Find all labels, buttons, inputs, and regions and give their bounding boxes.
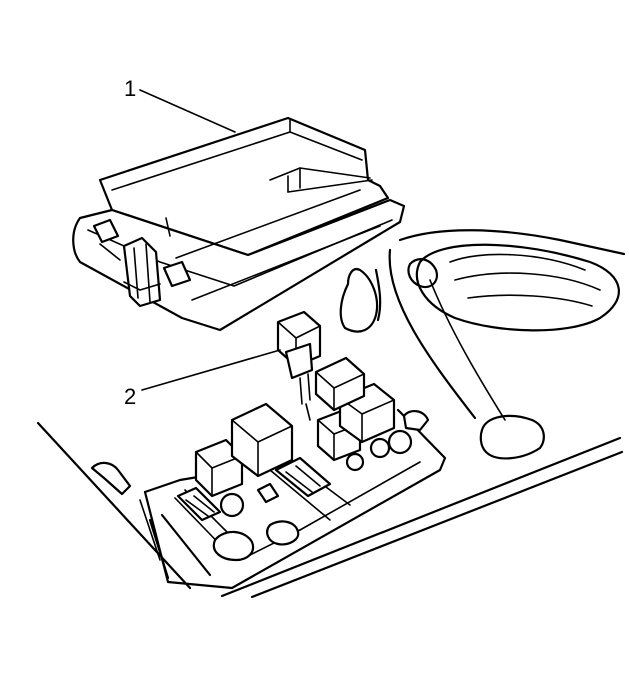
fuse-row-left (176, 486, 222, 522)
relay-1 (194, 438, 244, 498)
cover-latch (122, 236, 162, 308)
callout-1: 1 (124, 76, 136, 101)
leader-line-2 (141, 349, 281, 391)
relay-5 (314, 356, 366, 412)
relay-2 (230, 402, 294, 478)
terminal-3 (369, 437, 391, 459)
leader-line-1 (139, 89, 236, 133)
fuse-relay-block (139, 356, 447, 590)
removed-relay (276, 310, 322, 421)
strut-tower (407, 243, 620, 332)
callout-2: 2 (124, 384, 136, 409)
fuse-block-cover (72, 116, 406, 332)
terminal-2 (387, 429, 413, 455)
terminal-4 (345, 452, 365, 472)
fuse-row-center (274, 456, 332, 498)
terminal-1 (219, 492, 245, 518)
engine-compartment (36, 229, 626, 599)
